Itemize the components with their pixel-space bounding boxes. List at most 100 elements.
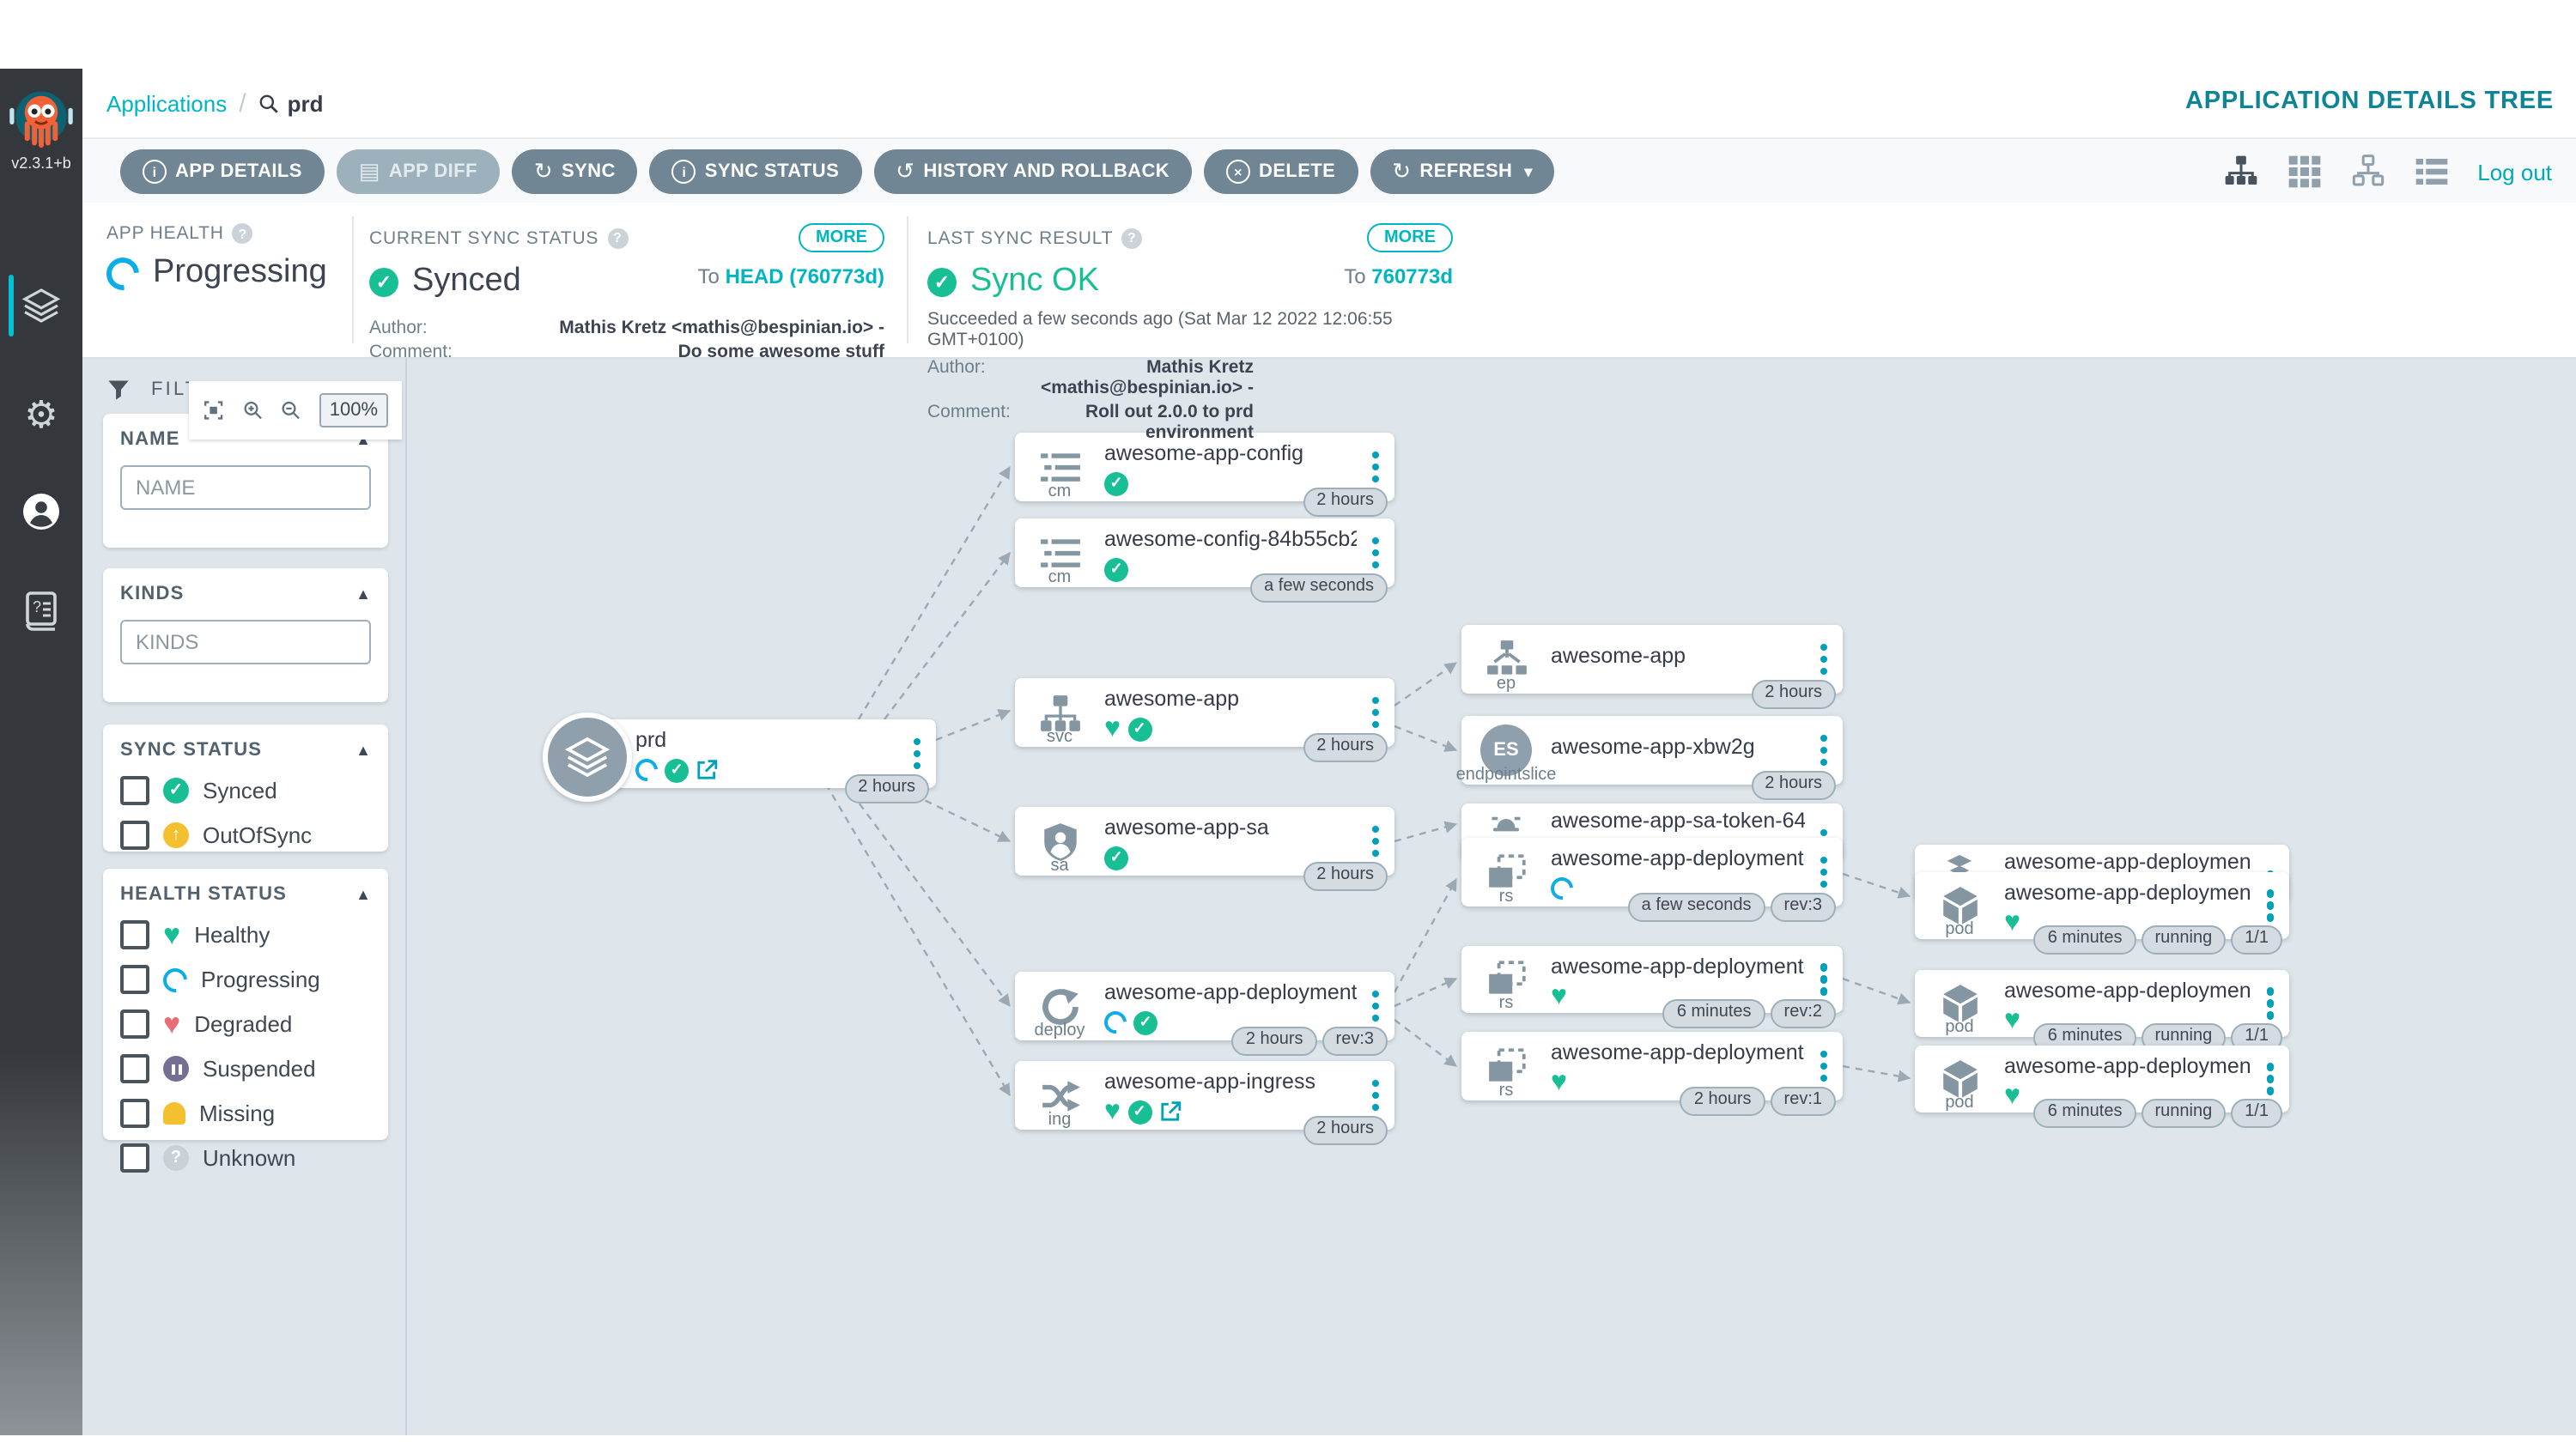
pods-view-icon[interactable]: [2287, 155, 2321, 189]
filter-option-suspended[interactable]: Suspended: [120, 1054, 371, 1083]
graph-canvas[interactable]: FILTERS NAME▲ KINDS▲ SYNC STATUS▲ ✓Synce…: [82, 357, 2576, 1435]
node-menu-button[interactable]: [2251, 872, 2289, 939]
node-menu-button[interactable]: [1805, 946, 1843, 1013]
node-kind-label: cm: [1048, 568, 1072, 587]
node-menu-button[interactable]: [1357, 807, 1394, 876]
collapse-icon[interactable]: ▲: [355, 886, 371, 903]
healthy-heart-icon: ♥: [1551, 1067, 1567, 1096]
node-menu-button[interactable]: [1357, 1061, 1394, 1130]
node-badge: 2 hours: [1303, 1116, 1388, 1145]
filter-option-progressing[interactable]: Progressing: [120, 962, 371, 997]
progressing-icon: [630, 754, 663, 786]
checkbox[interactable]: [120, 1143, 149, 1173]
zoom-level: 100%: [319, 393, 389, 427]
sync-succeeded-text: Succeeded a few seconds ago (Sat Mar 12 …: [927, 309, 1393, 350]
filter-option-healthy[interactable]: ♥Healthy: [120, 920, 371, 949]
node-menu-button[interactable]: [1357, 433, 1394, 501]
node-menu-button[interactable]: [898, 719, 936, 788]
filter-option-degraded[interactable]: ♥Degraded: [120, 1009, 371, 1039]
name-filter-input[interactable]: [120, 465, 371, 510]
node-menu-button[interactable]: [1805, 803, 1843, 862]
graph-node-rs-awesome-app-deployment-7fd[interactable]: rs awesome-app-deployment-7fd... ♥ 2 hou…: [1461, 1032, 1843, 1116]
node-menu-button[interactable]: [1805, 625, 1843, 694]
checkbox[interactable]: [120, 965, 149, 994]
collapse-icon[interactable]: ▲: [355, 742, 371, 759]
node-badges: 2 hours: [844, 774, 929, 803]
checkbox[interactable]: [120, 1099, 149, 1128]
checkbox[interactable]: [120, 1009, 149, 1039]
filter-option-unknown[interactable]: ?Unknown: [120, 1143, 371, 1173]
graph-node-sa-awesome-app-sa[interactable]: sa awesome-app-sa ✓ 2 hours: [1015, 807, 1394, 891]
sidebar-item-user[interactable]: [0, 477, 82, 546]
info-icon: i: [671, 160, 696, 184]
comment-value: Roll out 2.0.0 to prd environment: [1084, 402, 1254, 443]
node-menu-button[interactable]: [1805, 716, 1843, 785]
logout-link[interactable]: Log out: [2477, 159, 2552, 185]
graph-node-svc-awesome-app[interactable]: svc awesome-app ♥✓ 2 hours: [1015, 678, 1394, 762]
checkbox[interactable]: [120, 1054, 149, 1083]
current-sync-more-button[interactable]: MORE: [799, 223, 884, 252]
graph-node-rs-awesome-app-deployment-7fb[interactable]: rs awesome-app-deployment-7fb... ♥ 6 min…: [1461, 946, 1843, 1028]
app-diff-button[interactable]: ▤APP DIFF: [336, 149, 500, 194]
graph-node-pod-awesome-app-deployment-7fb-2[interactable]: pod awesome-app-deployment-7fb... ♥ 6 mi…: [1915, 970, 2289, 1052]
graph-node-rs-awesome-app-deployment-555[interactable]: rs awesome-app-deployment-555... a few s…: [1461, 838, 1843, 922]
graph-node-app-prd[interactable]: prd ✓ 2 hours: [543, 712, 936, 803]
revision-link[interactable]: 760773d: [1371, 264, 1453, 288]
graph-node-ep-awesome-app[interactable]: ep awesome-app 2 hours: [1461, 625, 1843, 709]
zoom-in-icon[interactable]: [241, 397, 263, 424]
node-badge: 2 hours: [1303, 488, 1388, 517]
breadcrumb-applications-link[interactable]: Applications: [106, 91, 228, 117]
last-sync-more-button[interactable]: MORE: [1367, 223, 1453, 252]
graph-node-pod-awesome-app-deployment-7fb-3[interactable]: pod awesome-app-deployment-7fb... ♥ 6 mi…: [1915, 1046, 2289, 1128]
node-badge: 2 hours: [1751, 771, 1836, 800]
node-menu-button[interactable]: [1357, 678, 1394, 747]
history-rollback-button[interactable]: ↺HISTORY AND ROLLBACK: [873, 149, 1193, 194]
list-view-icon[interactable]: [2414, 155, 2448, 189]
graph-node-cm-awesome-app-config[interactable]: cm awesome-app-config ✓ 2 hours: [1015, 433, 1394, 517]
kinds-filter-input[interactable]: [120, 620, 371, 664]
progressing-icon: [1099, 1006, 1132, 1039]
sidebar-item-applications[interactable]: [0, 271, 82, 340]
filter-health-status-label: HEALTH STATUS: [120, 884, 288, 905]
graph-node-pod-awesome-app-deployment-7fb-1[interactable]: pod awesome-app-deployment-7fb... ♥ 6 mi…: [1915, 872, 2289, 955]
synced-icon: ✓: [369, 267, 398, 296]
node-menu-button[interactable]: [1805, 838, 1843, 906]
checkbox[interactable]: [120, 821, 149, 850]
zoom-out-icon[interactable]: [281, 397, 302, 424]
node-badge: 1/1: [2231, 925, 2282, 955]
network-view-icon[interactable]: [2350, 155, 2385, 189]
graph-node-cm-awesome-config-84b55cb2k9[interactable]: cm awesome-config-84b55cb2k9 ✓ a few sec…: [1015, 518, 1394, 603]
refresh-button[interactable]: ↻REFRESH▾: [1370, 149, 1555, 194]
node-menu-button[interactable]: [2251, 970, 2289, 1037]
chevron-down-icon: ▾: [1524, 162, 1533, 179]
filter-option-synced[interactable]: ✓Synced: [120, 776, 371, 805]
fit-to-screen-icon[interactable]: [203, 397, 224, 424]
collapse-icon[interactable]: ▲: [355, 585, 371, 603]
node-menu-button[interactable]: [2251, 1046, 2289, 1113]
node-menu-button[interactable]: [1357, 518, 1394, 587]
node-menu-button[interactable]: [1357, 972, 1394, 1040]
head-revision-link[interactable]: HEAD (760773d): [725, 264, 884, 288]
healthy-heart-icon: ♥: [2004, 1005, 2020, 1034]
sidebar-item-settings[interactable]: ⚙: [0, 381, 82, 450]
tree-view-icon[interactable]: [2223, 155, 2257, 189]
sidebar-item-help[interactable]: [0, 577, 82, 646]
external-link-icon[interactable]: [1158, 1100, 1181, 1123]
delete-button[interactable]: ×DELETE: [1204, 149, 1358, 194]
graph-node-ing-awesome-app-ingress[interactable]: ing awesome-app-ingress ♥✓ 2 hours: [1015, 1061, 1394, 1145]
node-menu-button[interactable]: [1805, 1032, 1843, 1100]
checkbox[interactable]: [120, 776, 149, 805]
external-link-icon[interactable]: [696, 759, 718, 781]
filter-option-missing[interactable]: Missing: [120, 1099, 371, 1128]
synced-icon: ✓: [1104, 846, 1128, 870]
filter-option-outofsync[interactable]: ↑OutOfSync: [120, 821, 371, 850]
checkbox[interactable]: [120, 920, 149, 949]
node-title: awesome-app-xbw2g: [1551, 735, 1755, 759]
sync-button[interactable]: ↻SYNC: [511, 149, 638, 194]
